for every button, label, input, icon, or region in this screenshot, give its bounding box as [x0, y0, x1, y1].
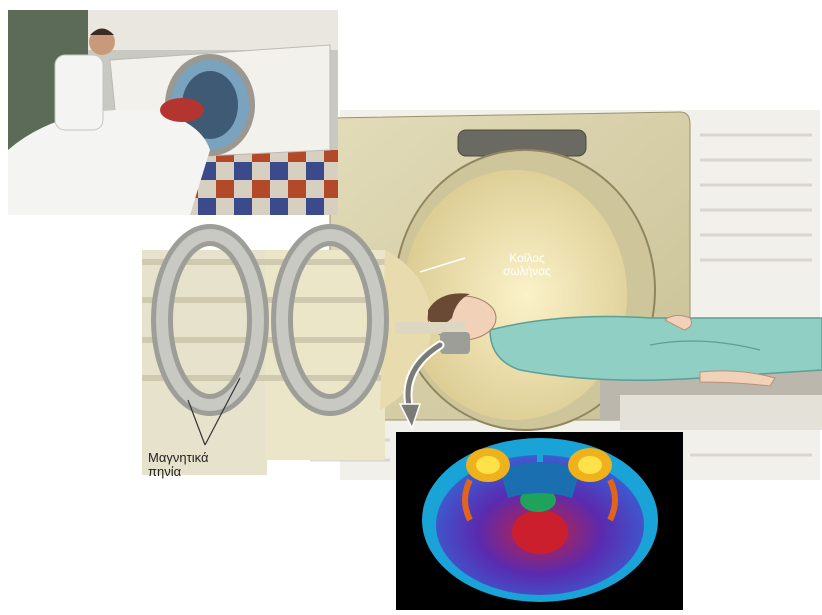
magnetic-coils-label-line-1: Μαγνητικά	[148, 451, 268, 465]
hollow-tube-label-line-2: σωλήνας	[462, 265, 592, 278]
hollow-tube-label-line-1: Κοίλος	[462, 252, 592, 265]
hollow-tube-label: Κοίλος σωλήνας	[462, 252, 592, 277]
mri-room-photo	[8, 10, 338, 215]
magnetic-coils-label-line-2: πηνία	[148, 465, 268, 479]
magnetic-coils-label: Μαγνητικά πηνία	[148, 451, 268, 478]
brain-scan-image	[396, 432, 683, 610]
